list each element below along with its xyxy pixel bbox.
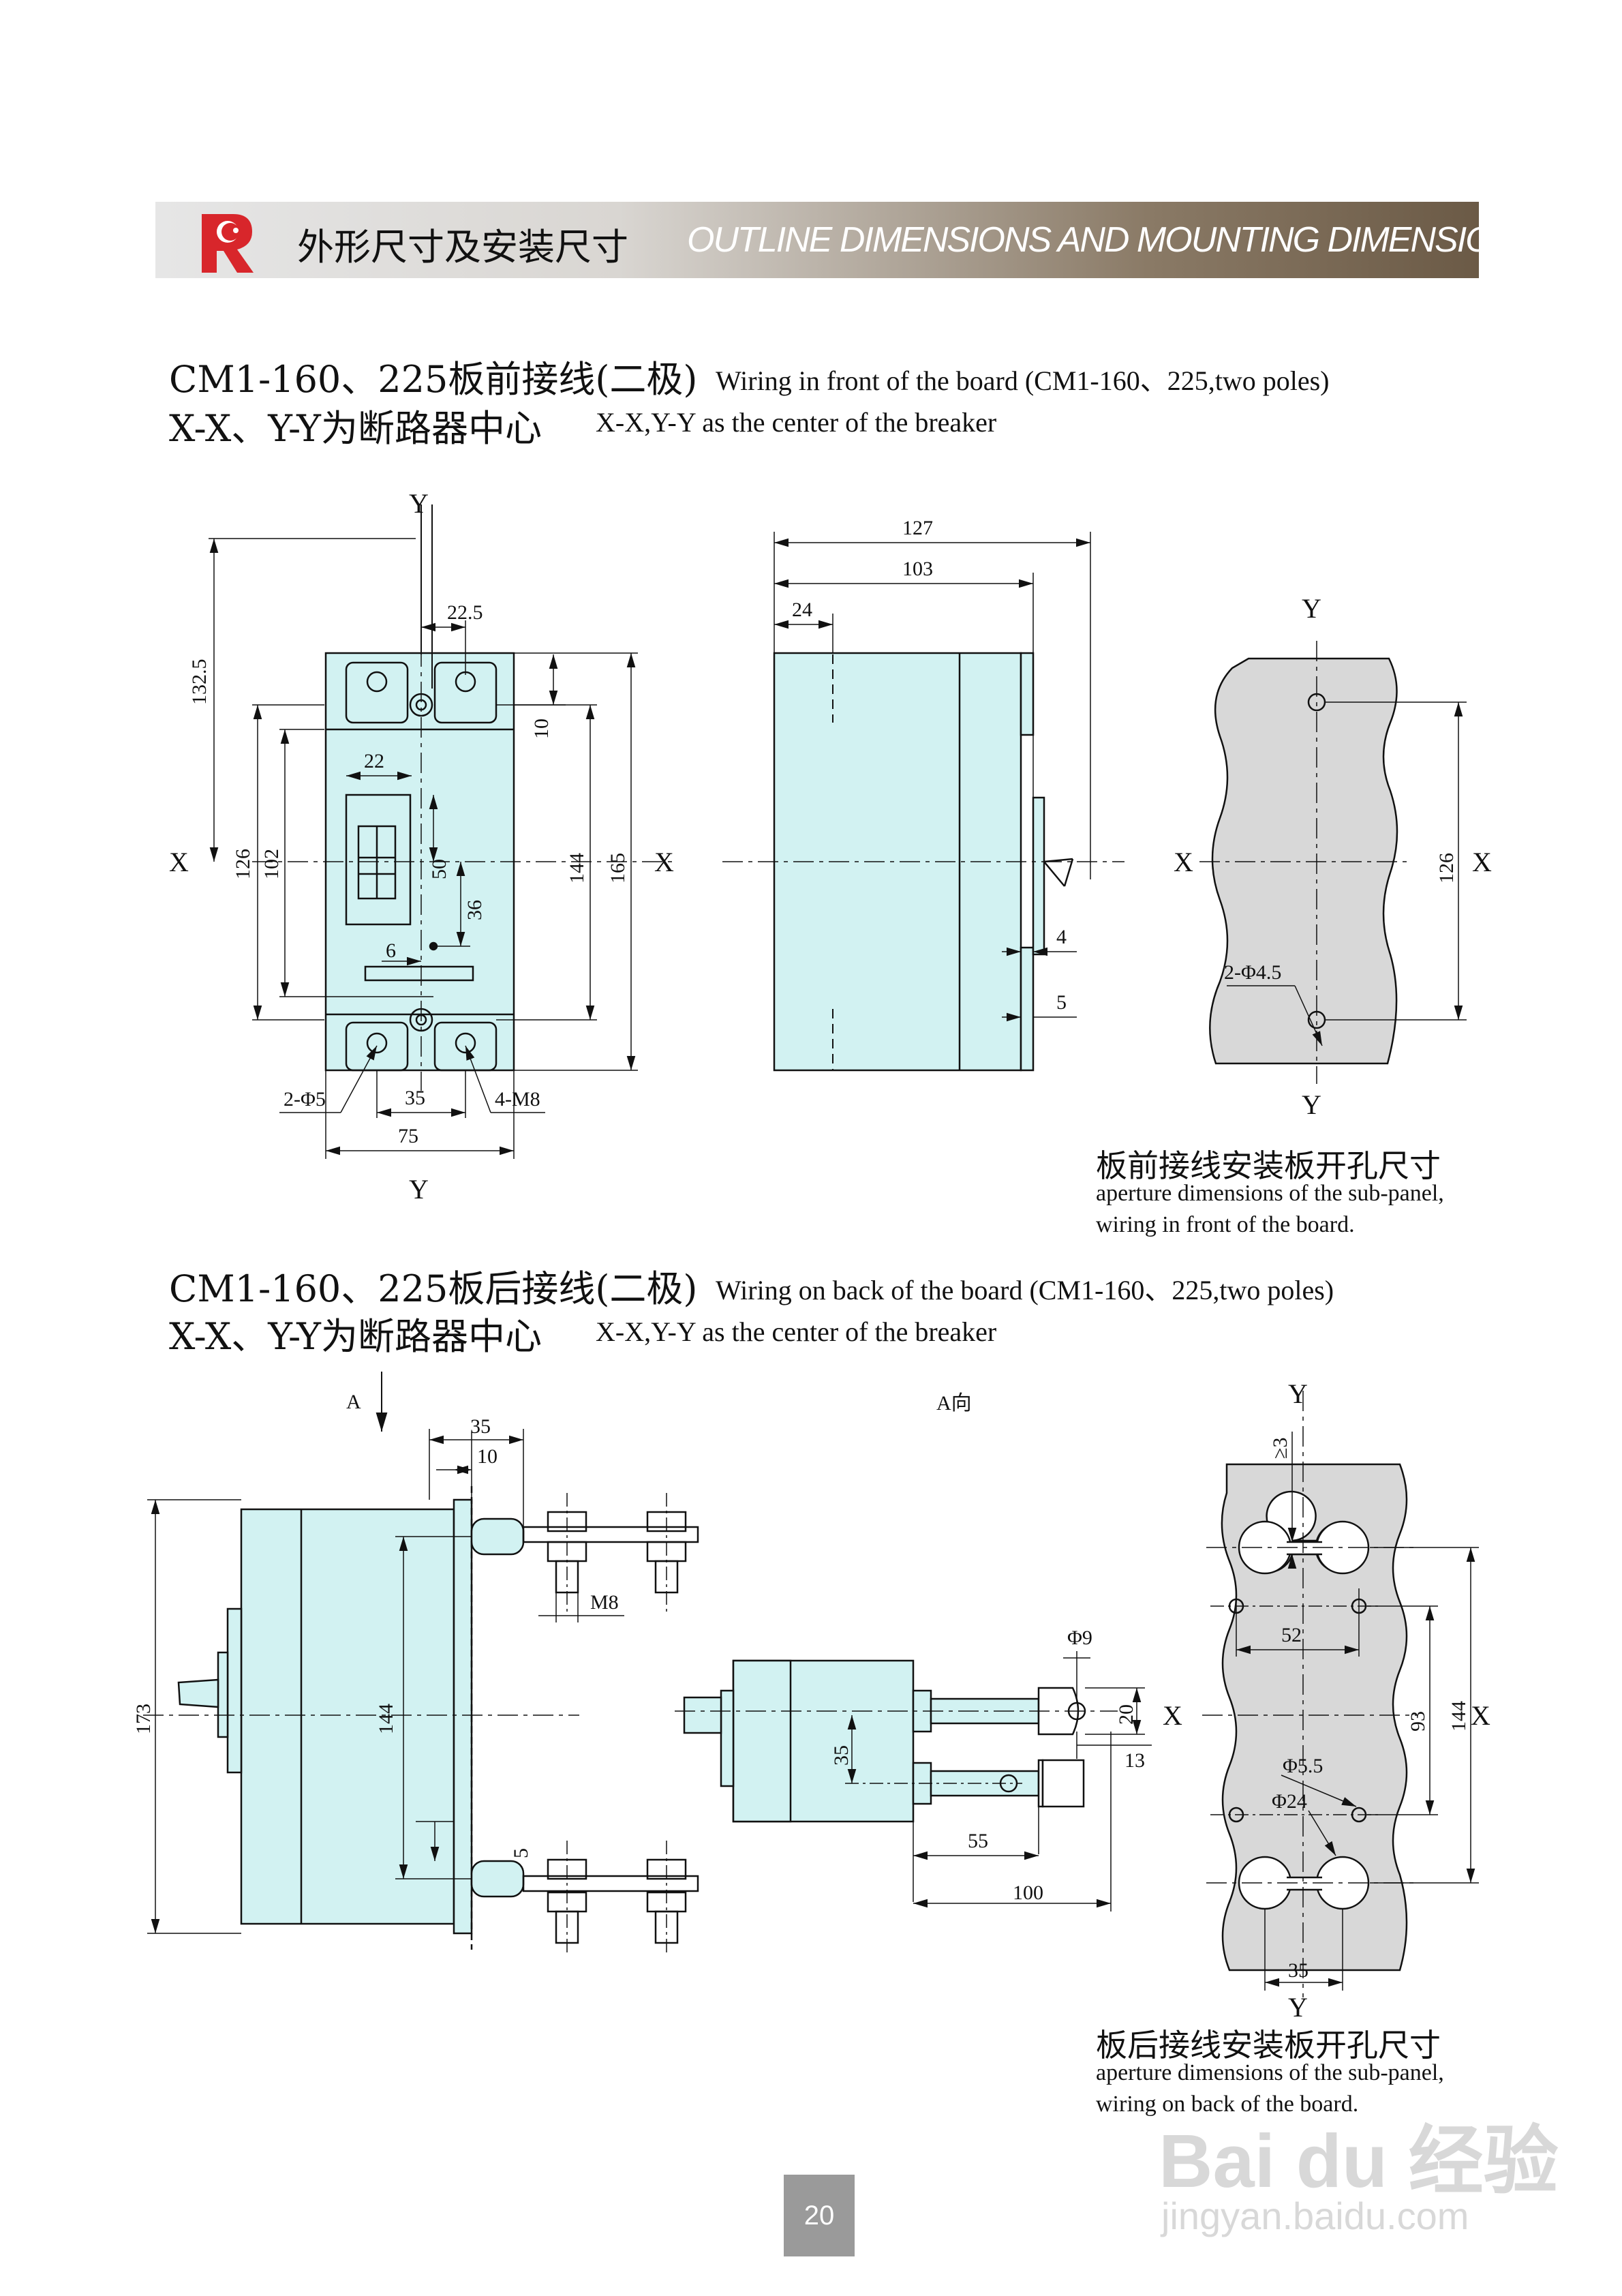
header-band: 外形尺寸及安装尺寸 OUTLINE DIMENSIONS AND MOUNTIN… — [155, 202, 1540, 278]
dim-22: 22 — [364, 750, 384, 772]
panel1-axis-x-left: X — [1174, 847, 1193, 877]
dim-phi24: Φ24 — [1272, 1790, 1307, 1813]
dim-22-5: 22.5 — [447, 601, 483, 624]
watermark-brand: Bai du 经验 — [1159, 2119, 1559, 2203]
dim-24: 24 — [792, 599, 812, 621]
panel1-axis-y-top: Y — [1302, 593, 1321, 624]
panel1-axis-y-bottom: Y — [1302, 1089, 1321, 1120]
dim-93: 93 — [1407, 1711, 1429, 1732]
dim-6: 6 — [386, 939, 396, 962]
dim-127: 127 — [902, 517, 933, 539]
dim-35-panel: 35 — [1288, 1959, 1309, 1982]
dim-35-top: 35 — [830, 1745, 853, 1766]
dim-13: 13 — [1124, 1749, 1145, 1772]
dim-126-front: 126 — [232, 849, 254, 879]
section2-subtitle-cn: X-X、Y-Y为断路器中心 — [169, 1315, 542, 1358]
dim-55: 55 — [968, 1830, 988, 1852]
section2-title-en: Wiring on back of the board (CM1-160、225… — [716, 1275, 1334, 1305]
dim-52: 52 — [1281, 1624, 1302, 1646]
dim-phi5-5: Φ5.5 — [1283, 1755, 1323, 1777]
section1-subtitle-cn: X-X、Y-Y为断路器中心 — [169, 407, 542, 450]
dim-132-5: 132.5 — [188, 659, 211, 706]
top-view-a — [675, 1651, 1152, 1912]
panel2-caption-en-1: aperture dimensions of the sub-panel, — [1096, 2060, 1444, 2085]
dim-35-back: 35 — [470, 1415, 491, 1438]
panel1-caption-en-2: wiring in front of the board. — [1096, 1212, 1355, 1237]
panel1-caption-cn: 板前接线安装板开孔尺寸 — [1096, 1147, 1441, 1184]
panel2-axis-y-bottom: Y — [1288, 1992, 1308, 2023]
section2-subtitle-en: X-X,Y-Y as the center of the breaker — [596, 1316, 997, 1347]
back-side-view — [143, 1372, 699, 1957]
view-a-direction-label: A向 — [936, 1392, 972, 1415]
section1-title-cn: CM1-160、225板前接线(二极) — [169, 358, 698, 401]
dim-10-back: 10 — [477, 1445, 498, 1468]
front-axis-x-left: X — [169, 847, 189, 877]
panel-cutout-back — [1202, 1391, 1479, 1997]
dim-144-front: 144 — [566, 853, 588, 883]
dim-phi9: Φ9 — [1067, 1627, 1092, 1649]
panel2-axis-y-top: Y — [1288, 1378, 1308, 1409]
side-view — [722, 532, 1124, 1072]
dim-2-phi5: 2-Φ5 — [284, 1088, 326, 1111]
dim-10: 10 — [530, 719, 553, 739]
dim-102: 102 — [260, 849, 283, 879]
watermark-url: jingyan.baidu.com — [1161, 2194, 1469, 2237]
front-axis-x-right: X — [654, 847, 674, 877]
front-view — [209, 504, 675, 1159]
dim-5-side: 5 — [1056, 991, 1067, 1014]
dim-144-back: 144 — [375, 1704, 397, 1734]
section2-title-cn: CM1-160、225板后接线(二极) — [169, 1267, 698, 1310]
dim-m8: M8 — [590, 1591, 619, 1614]
view-a-arrow-label: A — [346, 1391, 361, 1413]
dim-4-m8: 4-M8 — [495, 1088, 540, 1111]
dim-35-front: 35 — [405, 1087, 425, 1109]
dim-50: 50 — [428, 859, 450, 879]
dim-100: 100 — [1013, 1882, 1043, 1904]
panel-cutout-front — [1199, 641, 1467, 1084]
panel2-axis-x-left: X — [1163, 1700, 1182, 1731]
dim-173: 173 — [132, 1704, 155, 1734]
dim-5-back: 5 — [510, 1848, 532, 1858]
front-axis-y-bottom: Y — [409, 1174, 429, 1205]
header-title-en: OUTLINE DIMENSIONS AND MOUNTING DIMENSIO… — [687, 220, 1540, 260]
section1-title-en: Wiring in front of the board (CM1-160、22… — [716, 365, 1330, 396]
panel2-caption-en-2: wiring on back of the board. — [1096, 2091, 1359, 2117]
panel2-axis-x-right: X — [1471, 1700, 1490, 1731]
dim-4-side: 4 — [1056, 926, 1067, 948]
section1-subtitle-en: X-X,Y-Y as the center of the breaker — [596, 407, 997, 438]
dim-2-phi4-5: 2-Φ4.5 — [1224, 961, 1281, 984]
panel1-axis-x-right: X — [1472, 847, 1492, 877]
brand-logo-icon — [202, 214, 254, 273]
dim-103: 103 — [902, 558, 933, 580]
dim-165: 165 — [607, 853, 629, 883]
dim-144-panel: 144 — [1448, 1701, 1470, 1732]
page-number: 20 — [784, 2175, 855, 2256]
front-axis-y-top: Y — [409, 488, 429, 519]
panel2-caption-cn: 板后接线安装板开孔尺寸 — [1096, 2027, 1441, 2064]
header-title-cn: 外形尺寸及安装尺寸 — [297, 226, 628, 269]
dim-ge3: ≥3 — [1269, 1438, 1291, 1459]
dim-75: 75 — [398, 1125, 418, 1147]
panel1-caption-en-1: aperture dimensions of the sub-panel, — [1096, 1181, 1444, 1206]
dim-126-panel: 126 — [1435, 853, 1458, 883]
dim-20: 20 — [1115, 1704, 1137, 1725]
dim-36: 36 — [463, 900, 486, 920]
